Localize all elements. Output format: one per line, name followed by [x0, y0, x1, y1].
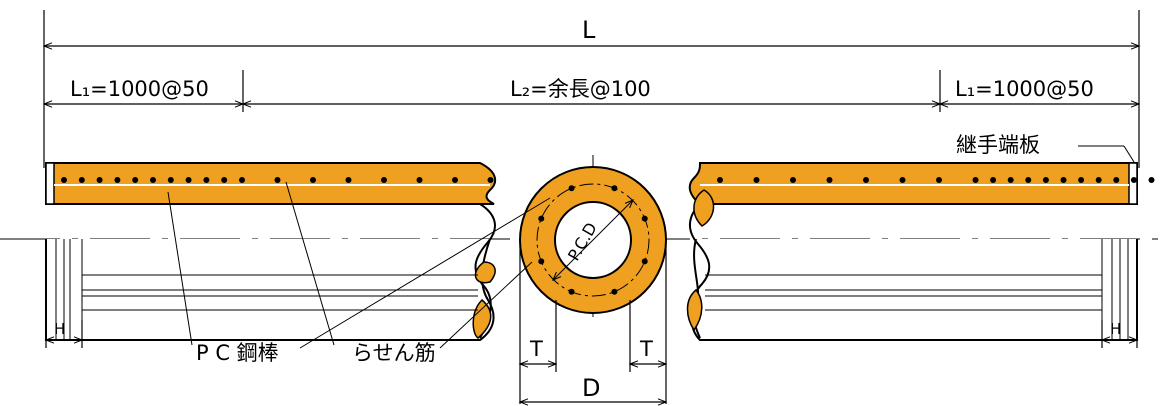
label-l1-right: L₁=1000@50 [955, 77, 1094, 101]
right-bar-dot [863, 177, 869, 183]
left-bar-dot [487, 177, 494, 183]
right-bar-dot [1042, 177, 1049, 183]
left-bar-dot [310, 177, 316, 183]
left-bar-dot [132, 177, 139, 183]
right-bar-dot [1113, 177, 1120, 183]
right-bar-dot [1078, 177, 1085, 183]
right-bar-dot [936, 177, 942, 183]
section-pcd-circle [536, 183, 650, 297]
left-bar-dot [274, 177, 281, 183]
left-bar-dots [61, 177, 494, 183]
dimension-lines [42, 10, 1141, 168]
left-bar-dot [167, 177, 174, 183]
right-bar-dot [753, 177, 760, 183]
left-bar-dot [114, 177, 121, 183]
label-t-left: T [529, 337, 543, 361]
left-body-lines [55, 239, 478, 340]
right-break-fill-top [693, 189, 715, 227]
right-body-lines [705, 239, 1129, 340]
right-bar-dot [990, 177, 997, 183]
right-bar-dot [1007, 177, 1014, 183]
section-bar-dots [538, 185, 648, 295]
right-pile [686, 162, 1155, 341]
left-pile [45, 162, 497, 341]
label-l2: L₂=余長@100 [510, 77, 651, 101]
left-bar-dot [452, 177, 458, 183]
left-bar-dot [239, 177, 245, 183]
left-bar-dot [185, 177, 192, 183]
section-bar-dot [538, 215, 545, 222]
cross-section: P.C.D [519, 155, 667, 325]
left-bar-dot [416, 177, 423, 183]
right-bar-dot [1148, 177, 1155, 183]
left-bar-dot [203, 177, 210, 183]
left-pile-cut-band [45, 162, 497, 205]
section-bar-dot [641, 215, 648, 222]
left-wavy-edge [474, 203, 496, 339]
label-h-right: H [1110, 320, 1121, 338]
left-bar-dot [61, 177, 67, 183]
label-diameter: D [582, 374, 600, 402]
label-spiral: らせん筋 [352, 341, 436, 365]
right-pile-cut-band [688, 162, 1138, 205]
right-end-plate-top [1128, 162, 1138, 205]
right-bar-dot [790, 177, 796, 183]
bottom-dimensions [44, 240, 1139, 406]
right-bar-dot [826, 177, 833, 183]
right-bar-dot [1060, 177, 1067, 183]
left-bar-dot [221, 177, 228, 183]
right-bar-dot [717, 177, 723, 183]
section-bar-dot [641, 258, 648, 265]
right-bar-dots [717, 177, 1155, 183]
left-bar-dot [78, 177, 85, 183]
left-bar-dot [150, 177, 156, 183]
left-bar-dot [381, 177, 387, 183]
leader-lines [167, 145, 1135, 349]
right-bar-dot [1130, 177, 1137, 183]
left-bar-dot [345, 177, 352, 183]
right-bar-dot [899, 177, 906, 183]
label-pc-bar: P C 鋼棒 [196, 341, 279, 365]
label-l1-left: L₁=1000@50 [70, 77, 209, 101]
label-joint-end-plate: 継手端板 [956, 133, 1040, 157]
left-break-fill-top [474, 261, 496, 284]
section-bar-dot [611, 185, 618, 192]
pcd-dimension-line [552, 199, 634, 281]
right-bar-dot [1095, 177, 1102, 183]
section-bar-dot [538, 258, 545, 265]
section-bar-dot [611, 288, 618, 295]
section-bar-dot [568, 288, 575, 295]
label-t-right: T [639, 337, 653, 361]
label-total-length: L [582, 16, 596, 44]
left-end-plate-top [45, 162, 55, 205]
right-bar-dot [1025, 177, 1032, 183]
left-bar-dot [96, 177, 103, 183]
section-bar-dot [568, 185, 575, 192]
right-break-fill-bottom [686, 288, 703, 332]
right-bar-dot [972, 177, 979, 183]
label-h-left: H [54, 320, 65, 338]
